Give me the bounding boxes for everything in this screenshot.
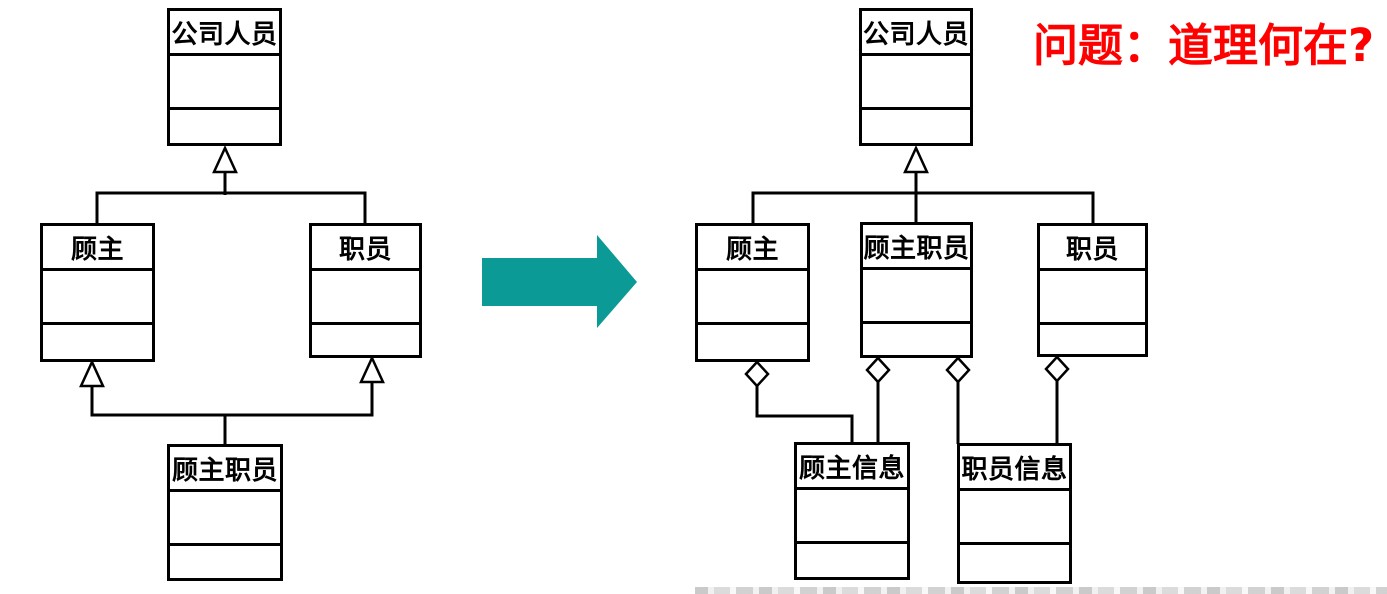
class-title: 公司人员 xyxy=(862,11,970,56)
class-title: 顾主 xyxy=(698,226,807,271)
aggregation-diamond-icon xyxy=(945,356,971,384)
class-box-staff-right: 职员 xyxy=(1037,223,1148,357)
class-attributes-compartment xyxy=(960,491,1069,545)
generalization-triangle-icon xyxy=(359,354,385,384)
class-operations-compartment xyxy=(312,325,419,355)
class-attributes-compartment xyxy=(1040,271,1145,325)
class-attributes-compartment xyxy=(312,271,419,325)
aggregation-diamond-icon xyxy=(744,360,770,388)
class-box-employer-left: 顾主 xyxy=(40,223,155,362)
class-attributes-compartment xyxy=(170,492,280,546)
aggregation-diamond-icon xyxy=(865,356,891,384)
class-box-staff-info: 职员信息 xyxy=(957,443,1072,584)
generalization-triangle-icon xyxy=(212,144,238,174)
class-box-employer-right: 顾主 xyxy=(695,223,810,362)
class-operations-compartment xyxy=(170,546,280,578)
aggregation-diamond-icon xyxy=(1044,355,1070,383)
generalization-triangle-icon xyxy=(79,358,105,388)
class-box-employer-info: 顾主信息 xyxy=(794,442,910,580)
class-box-staff-left: 职员 xyxy=(309,223,422,358)
class-attributes-compartment xyxy=(43,271,152,325)
class-title: 职员 xyxy=(312,226,419,271)
class-box-employer-staff-right: 顾主职员 xyxy=(860,222,973,358)
class-operations-compartment xyxy=(797,544,907,577)
class-box-employer-staff-left: 顾主职员 xyxy=(167,444,283,581)
class-attributes-compartment xyxy=(863,270,970,324)
class-operations-compartment xyxy=(1040,325,1145,354)
class-attributes-compartment xyxy=(698,271,807,325)
generalization-triangle-icon xyxy=(903,144,929,174)
class-operations-compartment xyxy=(863,324,970,355)
class-title: 职员 xyxy=(1040,226,1145,271)
class-title: 公司人员 xyxy=(170,11,279,56)
question-annotation: 问题：道理何在? xyxy=(1033,19,1375,72)
cropped-bottom-text-remnant xyxy=(695,587,1387,594)
transform-arrow-icon xyxy=(482,235,637,328)
class-attributes-compartment xyxy=(862,56,970,110)
class-operations-compartment xyxy=(698,325,807,359)
class-title: 顾主职员 xyxy=(170,447,280,492)
class-attributes-compartment xyxy=(170,56,279,110)
class-box-company-personnel-right: 公司人员 xyxy=(859,8,973,146)
connector-line xyxy=(755,386,854,443)
class-operations-compartment xyxy=(862,110,970,143)
class-title: 顾主信息 xyxy=(797,445,907,490)
class-title: 顾主职员 xyxy=(863,225,970,270)
class-title: 顾主 xyxy=(43,226,152,271)
class-operations-compartment xyxy=(43,325,152,359)
class-operations-compartment xyxy=(170,110,279,143)
class-attributes-compartment xyxy=(797,490,907,544)
class-title: 职员信息 xyxy=(960,446,1069,491)
class-operations-compartment xyxy=(960,545,1069,581)
class-box-company-personnel-left: 公司人员 xyxy=(167,8,282,146)
